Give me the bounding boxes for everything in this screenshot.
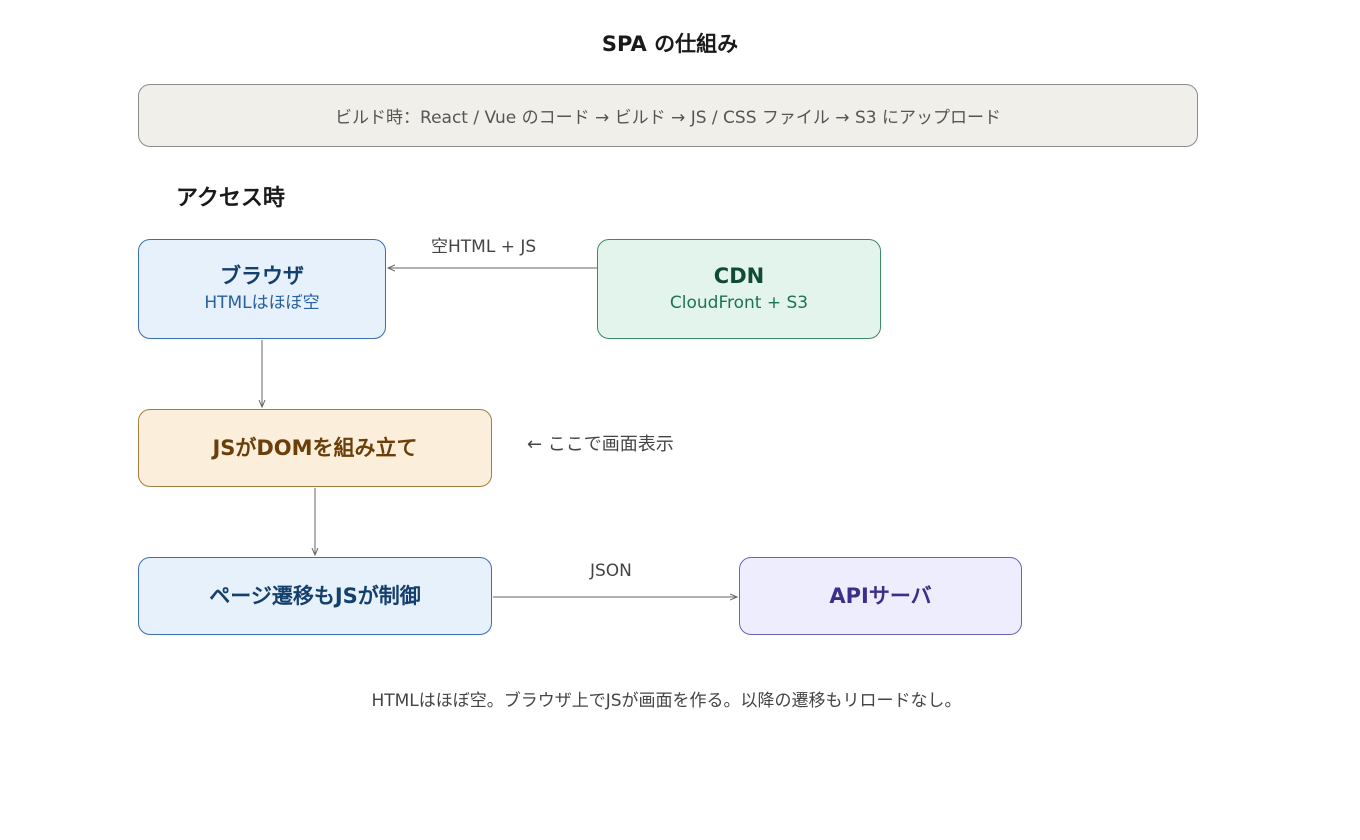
cdn-node: CDN CloudFront + S3 [597, 239, 881, 339]
diagram-footer-note: HTMLはほぼ空。ブラウザ上でJSが画面を作る。以降の遷移もリロードなし。 [371, 691, 962, 711]
render-point-annotation: ← ここで画面表示 [527, 434, 674, 455]
api-node: APIサーバ [739, 557, 1022, 635]
nav-to-api-label: JSON [590, 561, 632, 581]
browser-node: ブラウザ HTMLはほぼ空 [138, 239, 386, 339]
api-node-title: APIサーバ [829, 583, 932, 608]
access-section-label: アクセス時 [176, 186, 285, 211]
diagram-title: SPA の仕組み [601, 32, 739, 56]
build-step-text: ビルド時：React / Vue のコード → ビルド → JS / CSS フ… [335, 108, 1001, 128]
browser-node-subtitle: HTMLはほぼ空 [204, 292, 320, 313]
cdn-node-title: CDN [713, 264, 765, 289]
build-step-bar: ビルド時：React / Vue のコード → ビルド → JS / CSS フ… [138, 84, 1198, 147]
page-nav-node: ページ遷移もJSが制御 [138, 557, 492, 635]
cdn-node-subtitle: CloudFront + S3 [669, 292, 809, 313]
cdn-to-browser-label: 空HTML + JS [431, 237, 537, 257]
js-dom-node-title: JSがDOMを組み立て [212, 435, 418, 460]
js-dom-node: JSがDOMを組み立て [138, 409, 492, 487]
browser-node-title: ブラウザ [220, 264, 304, 289]
page-nav-node-title: ページ遷移もJSが制御 [209, 583, 421, 608]
